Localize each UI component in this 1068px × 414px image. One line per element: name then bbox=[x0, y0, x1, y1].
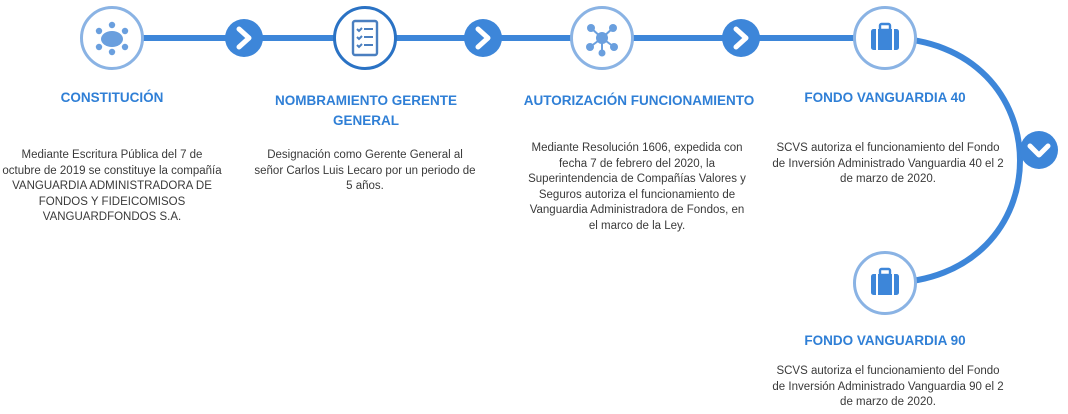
chevron-right-icon bbox=[475, 26, 491, 50]
network-icon bbox=[586, 24, 618, 57]
step-3-icon-circle bbox=[570, 6, 634, 70]
step-5-description: SCVS autoriza el funcionamiento del Fond… bbox=[772, 365, 1004, 408]
step-4-title: FONDO VANGUARDIA 40 bbox=[804, 90, 966, 105]
step-1-description: Mediante Escritura Pública del 7 de octu… bbox=[2, 149, 222, 223]
step-5-icon-circle bbox=[853, 251, 917, 315]
step-1-icon-circle bbox=[80, 6, 144, 70]
briefcase-icon bbox=[871, 267, 899, 295]
step-1-title: CONSTITUCIÓN bbox=[60, 90, 164, 105]
next-arrow-1 bbox=[225, 19, 263, 57]
step-5-title: FONDO VANGUARDIA 90 bbox=[804, 333, 966, 348]
step-2-title: NOMBRAMIENTO GERENTE GENERAL bbox=[274, 93, 457, 128]
step-3-description: Mediante Resolución 1606, expedida con f… bbox=[528, 142, 746, 232]
step-3-title: AUTORIZACIÓN FUNCIONAMIENTO bbox=[523, 93, 755, 108]
step-2-icon-circle bbox=[333, 6, 397, 70]
step-2-description: Designación como Gerente General al seño… bbox=[254, 149, 476, 192]
step-4-icon-circle bbox=[853, 6, 917, 70]
chevron-down-icon bbox=[1027, 143, 1051, 158]
next-arrow-2 bbox=[464, 19, 502, 57]
chevron-right-icon bbox=[733, 26, 749, 50]
step-4-description: SCVS autoriza el funcionamiento del Fond… bbox=[772, 142, 1004, 185]
briefcase-icon bbox=[871, 22, 899, 50]
meeting-table-icon bbox=[95, 21, 129, 56]
checklist-icon bbox=[351, 19, 379, 57]
next-arrow-4 bbox=[1020, 131, 1058, 169]
next-arrow-3 bbox=[722, 19, 760, 57]
chevron-right-icon bbox=[236, 26, 252, 50]
timeline-curve bbox=[884, 35, 1023, 286]
